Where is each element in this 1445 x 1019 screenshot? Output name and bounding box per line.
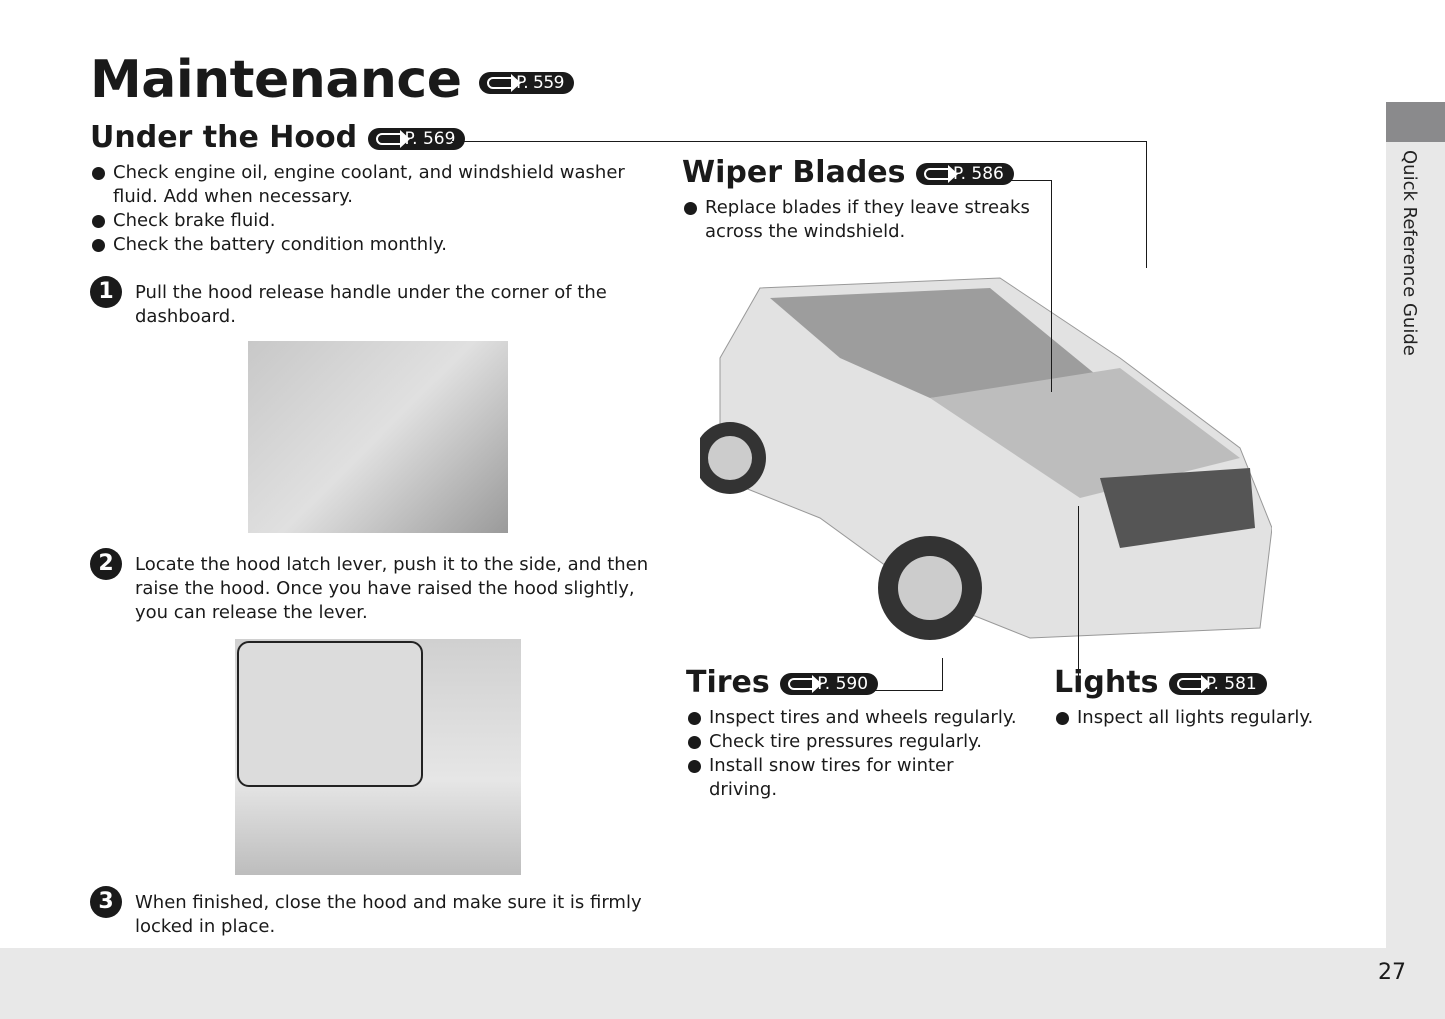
heading-text: Tires <box>686 665 770 700</box>
ref-label: P. 559 <box>516 73 564 93</box>
list-item: Check engine oil, engine coolant, and wi… <box>90 161 650 209</box>
page-ref-link[interactable]: P. 581 <box>1168 672 1267 695</box>
arrow-icon <box>1176 674 1211 693</box>
tires-heading: Tires P. 590 <box>686 665 879 700</box>
wiper-heading: Wiper Blades P. 586 <box>682 155 1014 190</box>
page-ref-link[interactable]: P. 590 <box>780 672 879 695</box>
list-item: Check brake fluid. <box>90 209 650 233</box>
sidebar-tab-marker <box>1386 102 1445 142</box>
step-number-3: 3 <box>90 886 122 918</box>
ref-label: P. 590 <box>817 673 869 694</box>
heading-text: Lights <box>1054 665 1159 700</box>
page-ref-link[interactable]: P. 569 <box>367 127 466 150</box>
list-item: Inspect all lights regularly. <box>1054 706 1374 730</box>
step-text: Locate the hood latch lever, push it to … <box>135 554 649 623</box>
title-text: Maintenance <box>90 50 462 110</box>
lights-bullets: Inspect all lights regularly. <box>1054 706 1374 730</box>
hood-latch-illustration <box>235 639 521 875</box>
arrow-icon <box>788 674 823 693</box>
callout-line <box>452 141 1147 142</box>
latch-detail-inset <box>237 641 423 787</box>
step-text: Pull the hood release handle under the c… <box>135 282 607 327</box>
ref-label: P. 586 <box>952 163 1004 184</box>
footer-bar <box>0 948 1445 1019</box>
arrow-icon <box>923 164 958 183</box>
list-item: Check tire pressures regularly. <box>686 730 1026 754</box>
hood-release-handle-illustration <box>248 341 508 533</box>
sidebar-label[interactable]: Quick Reference Guide <box>1399 150 1420 356</box>
arrow-icon <box>487 74 522 92</box>
list-item: Inspect tires and wheels regularly. <box>686 706 1026 730</box>
sidebar-strip <box>1386 142 1445 948</box>
callout-line <box>942 658 943 691</box>
step-number-1: 1 <box>90 276 122 308</box>
under-hood-heading: Under the Hood P. 569 <box>90 120 466 155</box>
page-number: 27 <box>1378 960 1406 985</box>
step-number-2: 2 <box>90 548 122 580</box>
wiper-bullets: Replace blades if they leave streaks acr… <box>682 196 1042 244</box>
list-item: Install snow tires for winter driving. <box>686 754 959 802</box>
callout-line <box>1051 180 1052 392</box>
page-title: Maintenance P. 559 <box>90 50 574 110</box>
suv-illustration <box>700 268 1272 660</box>
ref-label: P. 569 <box>404 128 456 149</box>
list-item: Check the battery condition monthly. <box>90 233 650 257</box>
heading-text: Wiper Blades <box>682 155 906 190</box>
tires-bullets: Inspect tires and wheels regularly. Chec… <box>686 706 1026 802</box>
heading-text: Under the Hood <box>90 120 358 155</box>
callout-line <box>1078 506 1079 676</box>
step-text: When finished, close the hood and make s… <box>135 892 642 937</box>
arrow-icon <box>375 129 410 148</box>
list-item: Replace blades if they leave streaks acr… <box>682 196 1042 244</box>
page-ref-link[interactable]: P. 559 <box>479 72 574 94</box>
under-hood-bullets: Check engine oil, engine coolant, and wi… <box>90 161 650 257</box>
lights-heading: Lights P. 581 <box>1054 665 1267 700</box>
callout-line <box>998 180 1052 181</box>
ref-label: P. 581 <box>1205 673 1257 694</box>
callout-line <box>872 690 943 691</box>
page-ref-link[interactable]: P. 586 <box>915 162 1014 185</box>
suv-drawing <box>700 277 1272 640</box>
